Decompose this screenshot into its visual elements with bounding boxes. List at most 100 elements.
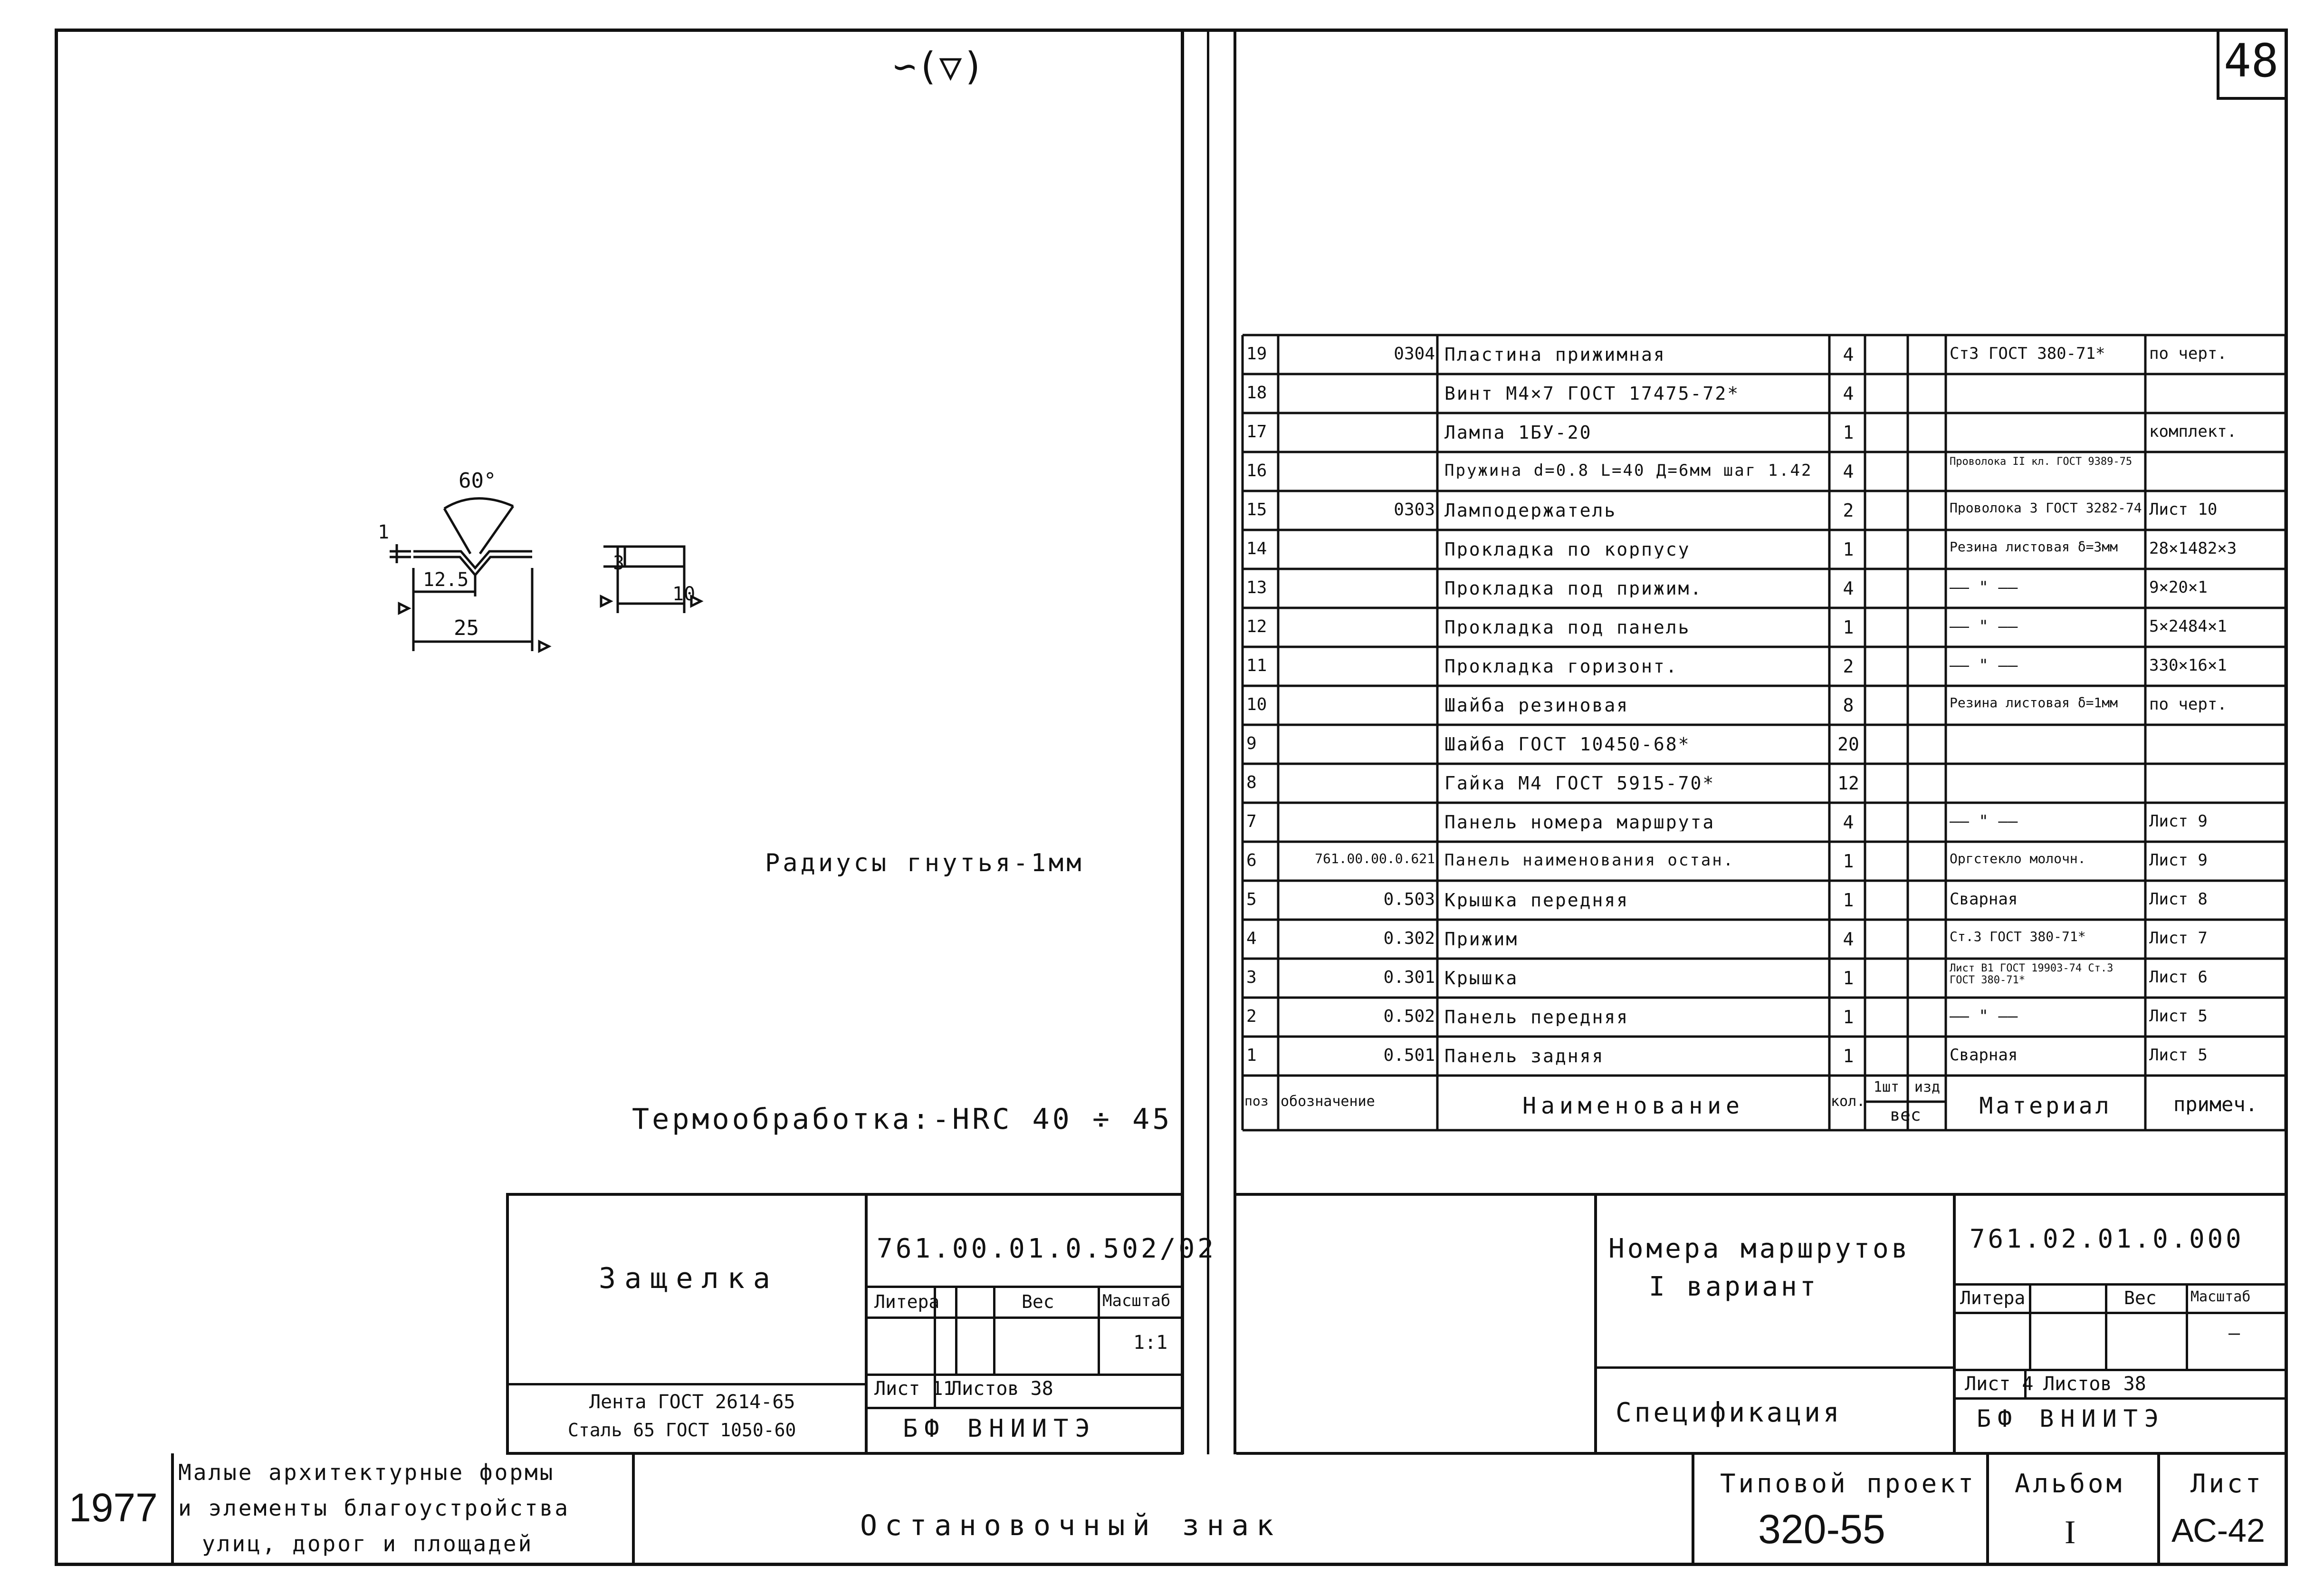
spec-material: —— " —— [1950,579,2018,596]
footer-project-label: Типовой проект [1720,1469,1977,1499]
spec-material: Ст3 ГОСТ 380-71* [1950,346,2105,362]
spec-hdr-name: Наименование [1522,1095,1744,1117]
spec-material: Лист B1 ГОСТ 19903-74 Ст.3 ГОСТ 380-71* [1950,962,2114,987]
spec-poz: 1 [1246,1047,1257,1064]
spec-hdr-ves: вес [1890,1107,1921,1124]
dim-angle: 60° [459,469,497,493]
spec-name: Гайка М4 ГОСТ 5915-70* [1444,774,1715,792]
spec-material: —— " —— [1950,657,2018,673]
spec-name: Прокладка по корпусу [1444,540,1691,558]
spec-hdr-prim: примеч. [2173,1095,2257,1115]
spec-prim: Лист 9 [2149,852,2208,868]
spec-name: Ламподержатель [1444,501,1617,519]
note-bend-radius: Радиусы гнутья-1мм [765,849,1084,877]
material-line-2: Сталь 65 ГОСТ 1050-60 [568,1420,796,1441]
footer-series-1: Малые архитектурные формы [178,1460,555,1485]
spec-material: Оргстекло молочн. [1950,852,2086,865]
spec-kol: 1 [1843,1047,1854,1065]
spec-poz: 3 [1246,969,1257,986]
spec-name: Панель задняя [1444,1047,1605,1065]
spec-listov: Листов 38 [2043,1373,2146,1395]
spec-name: Прокладка горизонт. [1444,657,1678,675]
spec-oboz: 0303 [1394,501,1435,519]
footer-sheet-label: Лист [2190,1469,2264,1499]
dim-side-width: 10 [672,583,696,605]
spec-prim: Лист 5 [2149,1047,2208,1063]
sheet-list: Лист 11 [874,1378,955,1400]
spec-name: Панель наименования остан. [1444,852,1735,868]
footer-series-2: и элементы благоустройства [178,1495,570,1521]
sheet-number-box [2217,29,2288,100]
spec-material: Резина листовая δ=3мм [1950,540,2118,554]
spec-title-1: Номера маршрутов [1608,1233,1911,1264]
spec-poz: 13 [1246,579,1267,596]
spec-name: Прокладка под панель [1444,618,1691,636]
sheet-number: 48 [2224,34,2279,87]
spec-material: Проволока II кл. ГОСТ 9389-75 [1950,456,2133,468]
spec-material: Проволока 3 ГОСТ 3282-74 [1950,501,2142,515]
spec-name: Шайба резиновая [1444,696,1629,714]
spec-prim: Лист 5 [2149,1008,2208,1024]
dim-width: 25 [454,616,479,640]
footer-project-number: 320-55 [1758,1507,1885,1552]
spec-kol: 1 [1843,423,1854,442]
spec-name: Крышка передняя [1444,891,1629,909]
spec-poz: 8 [1246,774,1257,791]
spec-hdr-ves: Вес [2124,1288,2157,1308]
dim-side-height: 3 [613,552,625,574]
spec-name: Панель номера маршрута [1444,813,1715,831]
spec-name: Крышка [1444,969,1519,987]
spec-kol: 1 [1843,891,1854,909]
spec-oboz: 0.502 [1383,1008,1435,1025]
spec-poz: 16 [1246,462,1267,480]
spec-hdr-sht: 1шт [1873,1080,1900,1095]
spec-hdr-litera: Литера [1960,1288,2026,1308]
footer-year: 1977 [69,1485,158,1530]
spec-hdr-masshtab: Масштаб [2190,1288,2251,1305]
spec-prim: 330×16×1 [2149,657,2227,673]
spec-material: Резина листовая δ=1мм [1950,696,2118,710]
part-name: Защелка [599,1262,779,1295]
footer-album: I [2065,1514,2076,1551]
spec-name: Панель передняя [1444,1008,1629,1026]
spec-poz: 15 [1246,501,1267,519]
spec-prim: 9×20×1 [2149,579,2208,596]
spec-oboz: 0.501 [1383,1047,1435,1064]
spec-poz: 9 [1246,735,1257,752]
dim-half-width: 12.5 [423,569,469,591]
spec-material: Ст.3 ГОСТ 380-71* [1950,930,2086,943]
note-heat-treatment: Термообработка:-HRC 40 ÷ 45 [632,1103,1173,1136]
spec-name: Пластина прижимная [1444,346,1666,364]
hdr-litera: Литера [874,1291,940,1312]
spec-poz: 19 [1246,346,1267,363]
spec-prim: 5×2484×1 [2149,618,2227,634]
spec-kol: 4 [1843,930,1854,948]
spec-kol: 4 [1843,462,1854,480]
spec-oboz: 0.301 [1383,969,1435,986]
spec-prim: Лист 9 [2149,813,2208,829]
spec-poz: 12 [1246,618,1267,635]
spec-poz: 17 [1246,423,1267,441]
spec-oboz: 0304 [1394,346,1435,363]
spec-poz: 5 [1246,891,1257,908]
spec-oboz: 0.503 [1383,891,1435,908]
spec-material: Сварная [1950,1047,2018,1063]
spec-organization: БФ ВНИИТЭ [1977,1405,2165,1432]
spec-prim: Лист 10 [2149,501,2218,518]
spec-poz: 2 [1246,1008,1257,1025]
spec-kol: 12 [1837,774,1859,792]
spec-name: Прокладка под прижим. [1444,579,1703,597]
spec-hdr-oboz: обозначение [1281,1095,1375,1109]
spec-hdr-izd: изд [1914,1080,1941,1095]
spec-scale: — [2228,1322,2240,1344]
spec-poz: 6 [1246,852,1257,869]
spec-kol: 1 [1843,969,1854,987]
spec-kol: 1 [1843,618,1854,636]
spec-prim: комплект. [2149,423,2237,440]
spec-name: Пружина d=0.8 L=40 Д=6мм шаг 1.42 [1444,462,1813,479]
spec-list: Лист 4 [1965,1373,2034,1395]
spec-poz: 10 [1246,696,1267,713]
footer-series-3: улиц, дорог и площадей [202,1531,534,1557]
spec-name: Винт М4×7 ГОСТ 17475-72* [1444,384,1740,403]
spec-grid [1241,334,2287,1132]
